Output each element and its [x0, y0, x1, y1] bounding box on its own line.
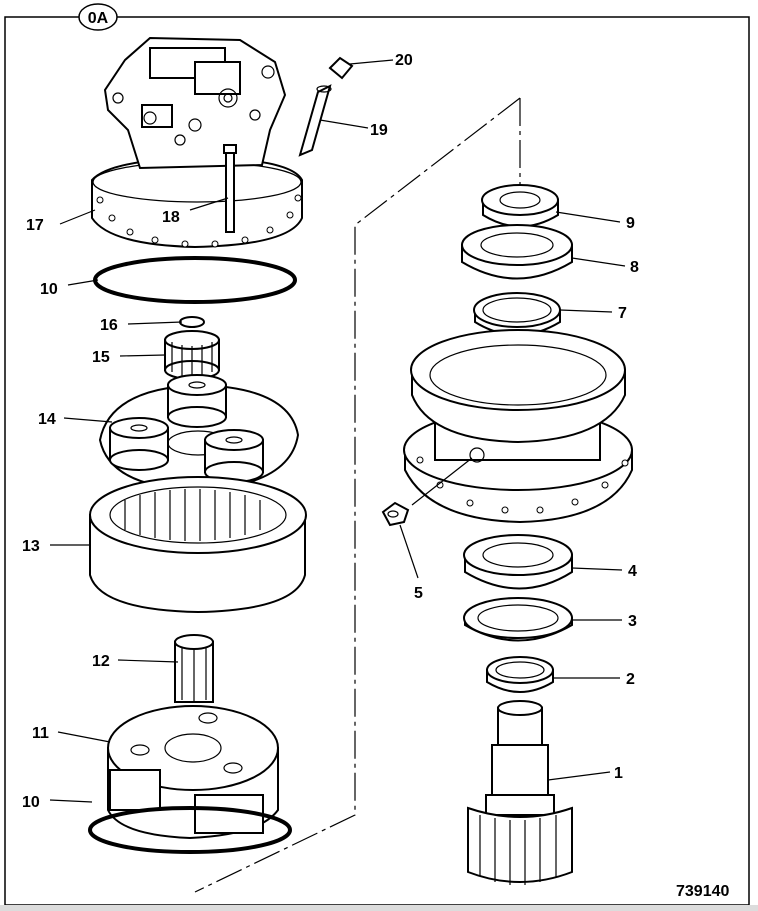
- drain-plug: [381, 501, 410, 527]
- callout-9: 9: [626, 215, 635, 232]
- swing-housing: [403, 329, 633, 524]
- oil-seal: [463, 597, 573, 642]
- bolt: [223, 144, 237, 233]
- callout-8: 8: [630, 259, 639, 276]
- callout-15: 15: [92, 349, 110, 366]
- lower-planet-carrier: [107, 705, 279, 840]
- assembly-centerline: [194, 97, 521, 893]
- lock-nut: [481, 184, 559, 228]
- callout-16: 16: [100, 317, 118, 334]
- callout-3: 3: [628, 613, 637, 630]
- pinion-shaft: [467, 700, 573, 885]
- callout-19: 20: [395, 52, 413, 69]
- callout-13: 13: [22, 538, 40, 555]
- callout-1: 1: [614, 765, 623, 782]
- spacer: [473, 292, 561, 336]
- ring-gear: [89, 476, 307, 614]
- callout-11: 11: [32, 725, 49, 742]
- o-ring-lower: [88, 806, 292, 854]
- planet-gear-right: [204, 429, 264, 483]
- callout-4: 4: [628, 563, 637, 580]
- callout-2: 2: [626, 671, 635, 688]
- upper-bearing: [461, 224, 573, 280]
- callout-12: 12: [92, 653, 110, 670]
- planet-gear-top: [167, 374, 227, 428]
- hydraulic-motor: [91, 36, 303, 249]
- sun-gear: [164, 330, 220, 380]
- callout-10-lower: 10: [22, 794, 40, 811]
- callout-20: 19: [370, 122, 388, 139]
- tube: [298, 84, 332, 157]
- collar: [486, 656, 554, 693]
- bottom-bar: [0, 905, 758, 911]
- view-badge-text: 0A: [88, 10, 109, 27]
- callout-10-upper: 10: [40, 281, 58, 298]
- figure-reference-number: 739140: [676, 883, 729, 900]
- leader-lines: [49, 59, 626, 803]
- plug: [328, 56, 354, 80]
- planet-carrier: [98, 374, 300, 492]
- view-badge: 0A: [78, 3, 118, 31]
- lower-bearing: [463, 534, 573, 590]
- planet-gear-left: [109, 417, 169, 471]
- callout-labels: 20 19 17 18 10 16 15 14 13 12 11 10 9 8 …: [22, 52, 639, 811]
- callout-5: 5: [414, 585, 423, 602]
- callout-14: 14: [38, 411, 56, 428]
- sun-shaft: [174, 634, 214, 703]
- callout-17: 17: [26, 217, 44, 234]
- callout-18: 18: [162, 209, 180, 226]
- callout-7: 7: [618, 305, 627, 322]
